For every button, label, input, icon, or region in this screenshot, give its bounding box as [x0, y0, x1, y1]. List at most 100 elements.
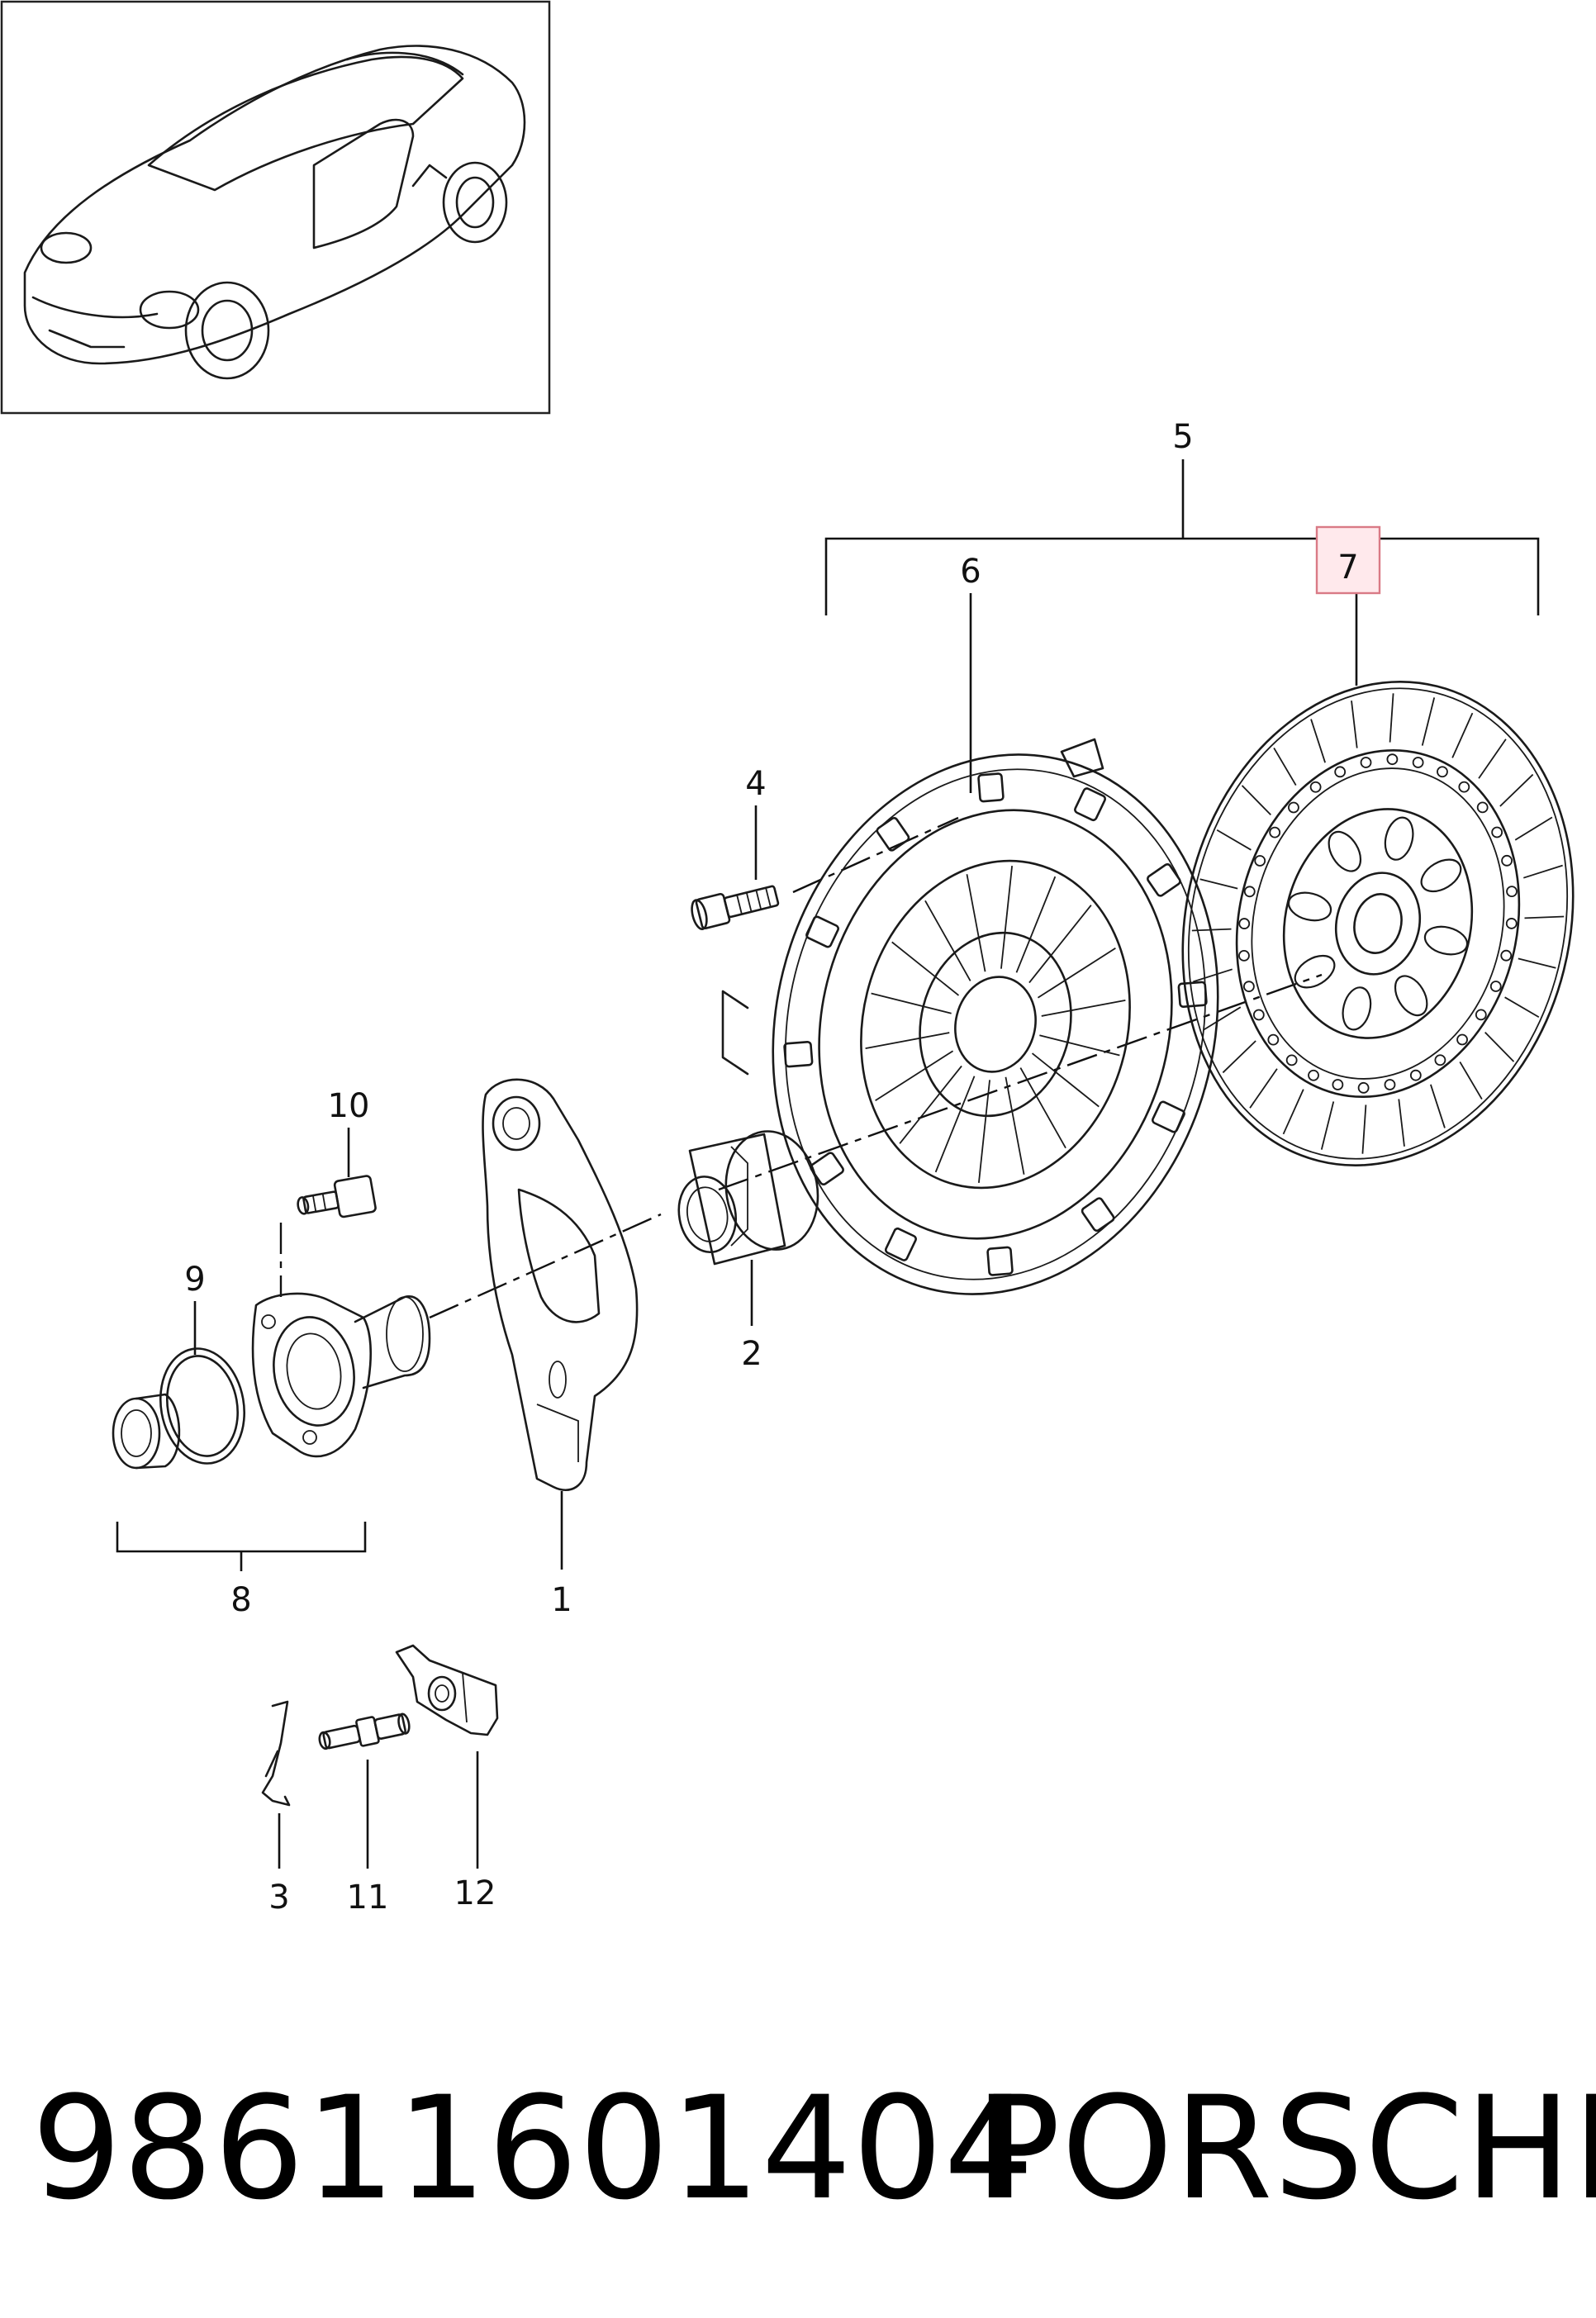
disc-slot — [1518, 957, 1556, 969]
clutch-disc — [1181, 681, 1575, 1166]
callout-3: 3 — [268, 1879, 289, 1917]
disc-rivet — [1505, 918, 1518, 929]
callout-9: 9 — [184, 1261, 205, 1299]
disc-spring-window — [1342, 986, 1372, 1031]
disc-rivet — [1409, 1069, 1422, 1081]
disc-slot — [1484, 1031, 1515, 1062]
disc-spring-window — [1394, 975, 1428, 1017]
disc-rivet — [1386, 753, 1399, 766]
disc-rivet — [1475, 1009, 1487, 1021]
callout-5: 5 — [1172, 418, 1193, 456]
disc-rivet — [1309, 781, 1322, 793]
pressure-plate-lug — [1152, 1100, 1185, 1133]
brand-name: PORSCHE — [975, 2065, 1596, 2231]
diaphragm-finger — [1041, 999, 1126, 1017]
pressure-plate-lug — [1177, 981, 1208, 1009]
disc-rivet — [1334, 766, 1347, 778]
disc-slot — [1193, 968, 1233, 983]
disc-rivet — [1476, 801, 1489, 814]
disc-rivet — [1357, 1081, 1370, 1094]
disc-slot — [1514, 816, 1553, 841]
disc-rivet — [1238, 949, 1250, 962]
disc-spring-window — [1294, 954, 1336, 989]
disc-rivet — [1491, 826, 1503, 838]
pressure-plate-lug — [986, 1246, 1014, 1276]
disc-spring-window — [1384, 816, 1414, 861]
disc-slot — [1282, 1089, 1304, 1135]
disc-rivet — [1288, 801, 1299, 814]
release-fork — [482, 1078, 639, 1492]
diaphragm-finger — [934, 1076, 976, 1173]
disc-slot — [1504, 996, 1540, 1019]
callout-6: 6 — [960, 553, 981, 591]
disc-rivet — [1267, 1033, 1280, 1046]
disc-slot — [1216, 829, 1252, 851]
disc-rivet — [1332, 1079, 1344, 1090]
disc-rivet — [1500, 949, 1513, 962]
callout-10: 10 — [328, 1087, 370, 1125]
disc-rivet — [1458, 781, 1470, 793]
slave-cylinder — [251, 1292, 431, 1458]
disc-rivet — [1456, 1033, 1468, 1046]
part-number: 98611601404 — [31, 2065, 1035, 2231]
disc-rivet — [1501, 854, 1513, 867]
disc-rivet — [1269, 826, 1281, 838]
disc-rivet — [1308, 1069, 1319, 1081]
diaphragm-finger — [865, 1032, 950, 1050]
pressure-plate-lug — [1074, 787, 1107, 822]
disc-slot — [1361, 1104, 1367, 1154]
disc-rivet — [1243, 981, 1255, 993]
pressure-plate-lug — [810, 1152, 844, 1186]
pressure-plate-lug — [1147, 862, 1181, 897]
disc-rivet — [1238, 918, 1251, 929]
group-bracket-8 — [116, 1522, 367, 1571]
disc-rivet — [1437, 766, 1448, 778]
o-ring-part-9 — [159, 1347, 246, 1465]
callout-11: 11 — [347, 1879, 389, 1917]
disc-rivet — [1252, 1009, 1265, 1021]
disc-slot — [1222, 1040, 1256, 1074]
disc-slot — [1523, 864, 1563, 879]
callout-7-highlight — [1315, 525, 1381, 595]
disc-spring-window — [1423, 925, 1469, 956]
pressure-plate-lug — [783, 1040, 814, 1068]
callout-12: 12 — [454, 1874, 496, 1912]
disc-slot — [1499, 773, 1534, 807]
disc-slot — [1351, 701, 1358, 748]
callout-1: 1 — [551, 1581, 572, 1619]
callout-4: 4 — [745, 765, 766, 803]
pressure-plate-lug — [884, 1227, 917, 1261]
diaphragm-finger — [1015, 876, 1057, 973]
disc-slot — [1451, 712, 1474, 758]
diaphragm-finger — [978, 1080, 990, 1183]
diaphragm-finger — [1037, 947, 1116, 999]
disc-rivet — [1285, 1054, 1298, 1066]
pressure-plate-lug — [977, 772, 1005, 803]
pressure-plate-lug — [1081, 1197, 1115, 1233]
callout-2: 2 — [741, 1335, 762, 1373]
group-bracket-5 — [824, 459, 1540, 615]
disc-rivet — [1243, 886, 1256, 898]
disc-spring-window — [1420, 858, 1462, 893]
diaphragm-finger — [871, 992, 952, 1014]
disc-slot — [1430, 1084, 1446, 1128]
disc-rivet — [1384, 1079, 1396, 1090]
callout-labels: 5 6 7 4 10 9 2 8 1 3 11 12 — [184, 418, 1381, 1917]
disc-slot — [1203, 1006, 1242, 1031]
disc-rivet — [1489, 981, 1502, 992]
disc-slot — [1421, 697, 1436, 746]
seal-ring — [112, 1393, 181, 1470]
disc-slot — [1241, 785, 1271, 816]
diaphragm-finger — [966, 874, 986, 972]
callout-7: 7 — [1337, 549, 1358, 587]
disc-slot — [1199, 878, 1238, 890]
diaphragm-finger — [899, 1065, 962, 1144]
bolt-part-4 — [691, 885, 780, 930]
disc-slot — [1389, 693, 1394, 743]
vehicle-thumbnail — [0, 0, 551, 415]
diaphragm-finger — [1005, 1076, 1025, 1175]
disc-rivet — [1434, 1054, 1446, 1066]
pressure-plate — [721, 738, 1219, 1295]
disc-slot — [1478, 739, 1507, 779]
